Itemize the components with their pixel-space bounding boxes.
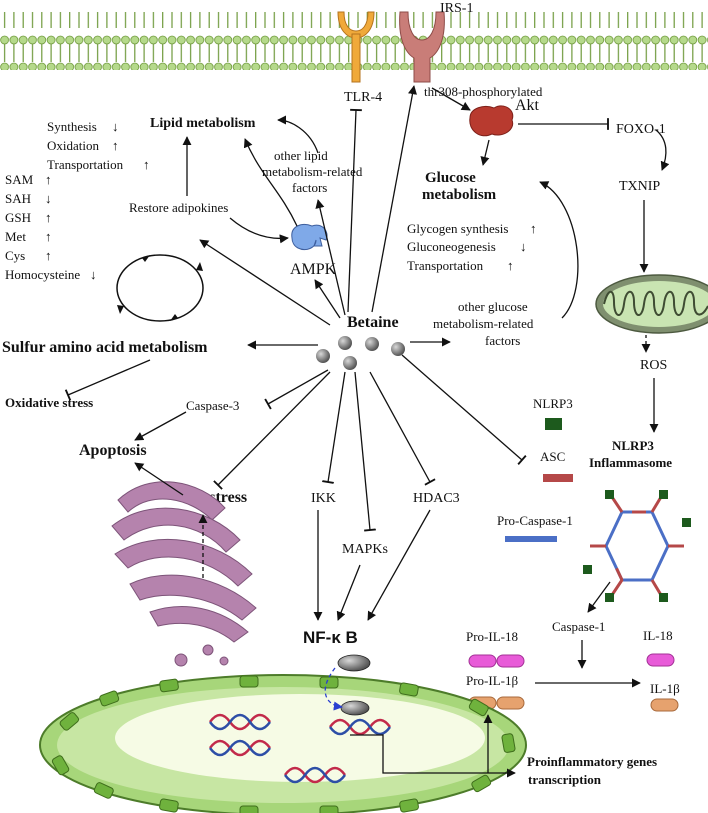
lipid-oxidation-arrow: ↑: [112, 138, 119, 153]
glucose-transportation-arrow: ↑: [507, 258, 514, 273]
endoplasmic-reticulum-icon: [111, 481, 257, 667]
betaine-molecules-icon: [316, 336, 405, 370]
akt-protein-icon: [469, 105, 514, 137]
tlr4-label: TLR-4: [344, 90, 382, 105]
other-lipid-factors-2: metabolism-related: [262, 164, 363, 179]
inflammasome-title-2: Inflammasome: [589, 455, 672, 470]
nlrp3-component-icon: [545, 418, 562, 430]
lipid-synthesis: Synthesis: [47, 119, 97, 134]
transcription-label-1: Proinflammatory genes: [527, 754, 657, 769]
sulfur-item-cys: Cys: [5, 248, 25, 263]
transcription-label-2: transcription: [528, 772, 602, 787]
pro-il18-label: Pro-IL-18: [466, 629, 518, 644]
caspase3-label: Caspase-3: [186, 398, 239, 413]
sulfur-item-gsh: GSH: [5, 210, 31, 225]
asc-icon: [543, 474, 573, 482]
foxo1-label: FOXO-1: [616, 122, 666, 137]
pro-il1b-label: Pro-IL-1β: [466, 673, 518, 688]
inflammasome-title-1: NLRP3: [612, 438, 654, 453]
other-glucose-factors-1: other glucose: [458, 299, 528, 314]
pro-caspase1-icon: [505, 536, 557, 542]
il18-label: IL-18: [643, 628, 673, 643]
ampk-label: AMPK: [290, 261, 337, 278]
lipid-synthesis-arrow: ↓: [112, 119, 119, 134]
pathway-arrows: [64, 85, 670, 778]
nfkb-label: NF-κ B: [303, 628, 358, 647]
other-lipid-factors-3: factors: [292, 180, 327, 195]
lipid-transportation-arrow: ↑: [143, 157, 150, 172]
glucose-metabolism-title-1: Glucose: [425, 170, 476, 186]
sulfur-item-sah: SAH: [5, 191, 31, 206]
mapks-label: MAPKs: [342, 542, 388, 557]
sulfur-amino-acid-title: Sulfur amino acid metabolism: [2, 339, 208, 356]
akt-phospho-label: thr308-phosphorylated: [424, 84, 543, 99]
sulfur-arrow-sah: ↓: [45, 191, 52, 206]
gluconeogenesis-arrow: ↓: [520, 239, 527, 254]
hdac3-label: HDAC3: [413, 491, 460, 506]
sulfur-arrow-homocysteine: ↓: [90, 267, 97, 282]
il1b-label: IL-1β: [650, 681, 680, 696]
il1b-icon: [650, 698, 679, 712]
mitochondrion-icon: [595, 274, 708, 334]
sulfur-item-sam: SAM: [5, 172, 34, 187]
restore-adipokines-label: Restore adipokines: [129, 200, 228, 215]
nfkb-protein-icon: [337, 654, 371, 672]
dna-icon: [208, 713, 392, 784]
sulfur-arrow-met: ↑: [45, 229, 52, 244]
ros-label: ROS: [640, 358, 667, 373]
pro-il18-icon: [468, 654, 525, 668]
glucose-metabolism-title-2: metabolism: [422, 187, 497, 203]
apoptosis-title: Apoptosis: [79, 442, 147, 459]
lipid-transportation: Transportation: [47, 157, 124, 172]
sulfur-arrow-sam: ↑: [45, 172, 52, 187]
irs1-receptor-icon: [399, 11, 445, 83]
other-lipid-factors-1: other lipid: [274, 148, 328, 163]
lipid-oxidation: Oxidation: [47, 138, 99, 153]
other-glucose-factors-3: factors: [485, 333, 520, 348]
nfkb-bound-icon: [340, 700, 370, 716]
betaine-label: Betaine: [347, 314, 399, 331]
sulfur-arrow-cys: ↑: [45, 248, 52, 263]
txnip-label: TXNIP: [619, 179, 660, 194]
sulfur-arrow-gsh: ↑: [45, 210, 52, 225]
tlr4-receptor-icon: [337, 11, 375, 83]
lipid-metabolism-title: Lipid metabolism: [150, 116, 256, 131]
nucleus-icon: [39, 674, 527, 813]
glucose-transportation: Transportation: [407, 258, 484, 273]
irs1-label: IRS-1: [440, 1, 473, 16]
other-glucose-factors-2: metabolism-related: [433, 316, 534, 331]
caspase1-label: Caspase-1: [552, 619, 605, 634]
sulfur-item-homocysteine: Homocysteine: [5, 267, 80, 282]
nlrp3-component-label: NLRP3: [533, 396, 573, 411]
gluconeogenesis: Gluconeogenesis: [407, 239, 496, 254]
glycogen-synthesis-arrow: ↑: [530, 221, 537, 236]
sulfur-item-met: Met: [5, 229, 26, 244]
nlrp3-inflammasome-icon: [583, 490, 691, 602]
nfkb-translocation-arrow: [324, 667, 343, 711]
il18-icon: [646, 653, 675, 667]
methionine-cycle-icon: [116, 254, 204, 322]
akt-label: Akt: [515, 97, 540, 114]
glycogen-synthesis: Glycogen synthesis: [407, 221, 508, 236]
sulfur-amino-list: SAM ↑ SAH ↓ GSH ↑ Met ↑ Cys ↑ Homocystei…: [5, 172, 97, 282]
ampk-protein-icon: [291, 224, 328, 251]
pro-caspase1-label: Pro-Caspase-1: [497, 513, 573, 528]
oxidative-stress-label: Oxidative stress: [5, 395, 93, 410]
asc-label: ASC: [540, 449, 565, 464]
ikk-label: IKK: [311, 491, 336, 506]
